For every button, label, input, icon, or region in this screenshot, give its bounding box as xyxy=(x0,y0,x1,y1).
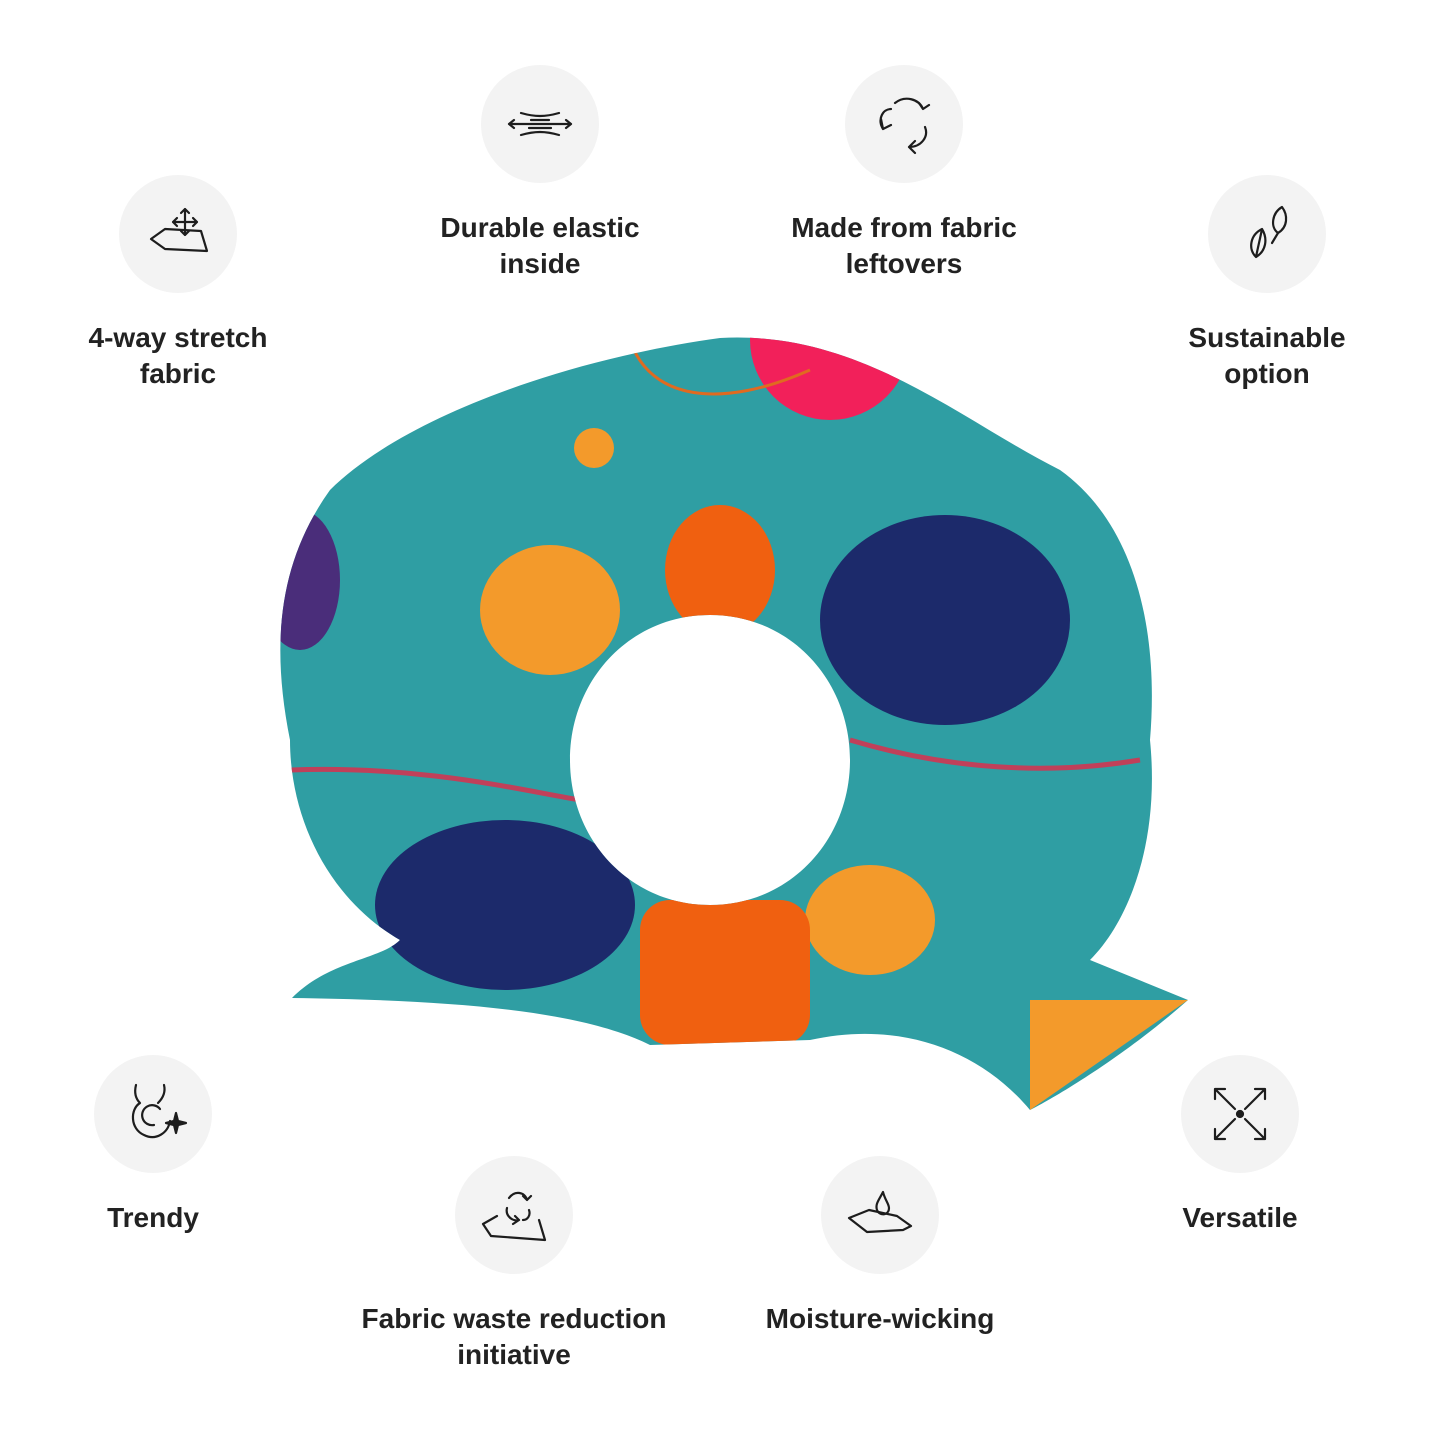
feature-fabric-waste-reduction: Fabric waste reduction initiative xyxy=(334,1156,694,1373)
feature-sustainable: Sustainable option xyxy=(1087,175,1445,392)
feature-fabric-leftovers: Made from fabric leftovers xyxy=(724,65,1084,282)
elastic-icon xyxy=(481,65,599,183)
feature-label: Made from fabric xyxy=(791,212,1017,243)
feature-label: option xyxy=(1224,358,1310,389)
feature-4-way-stretch: 4-way stretch fabric xyxy=(0,175,358,392)
feature-label: inside xyxy=(499,248,581,279)
stretch-arrows-icon xyxy=(119,175,237,293)
feature-moisture-wicking: Moisture-wicking xyxy=(700,1156,1060,1337)
recycle-icon xyxy=(845,65,963,183)
feature-label: Durable elastic xyxy=(440,212,640,243)
feature-label: leftovers xyxy=(845,248,963,279)
expand-arrows-icon xyxy=(1181,1055,1299,1173)
trendy-icon xyxy=(94,1055,212,1173)
feature-label: fabric xyxy=(139,358,217,389)
feature-label: Trendy xyxy=(107,1202,199,1233)
feature-trendy: Trendy xyxy=(0,1055,333,1236)
feature-versatile: Versatile xyxy=(1060,1055,1420,1236)
leaf-icon xyxy=(1208,175,1326,293)
feature-label: Versatile xyxy=(1182,1202,1298,1233)
feature-label: Moisture-wicking xyxy=(765,1303,995,1334)
fabric-recycle-icon xyxy=(455,1156,573,1274)
feature-label: 4-way stretch xyxy=(88,322,268,353)
feature-label: Fabric waste reduction xyxy=(361,1303,667,1334)
feature-label: initiative xyxy=(457,1339,571,1370)
feature-label: Sustainable xyxy=(1188,322,1346,353)
feature-durable-elastic: Durable elastic inside xyxy=(360,65,720,282)
water-drop-icon xyxy=(821,1156,939,1274)
